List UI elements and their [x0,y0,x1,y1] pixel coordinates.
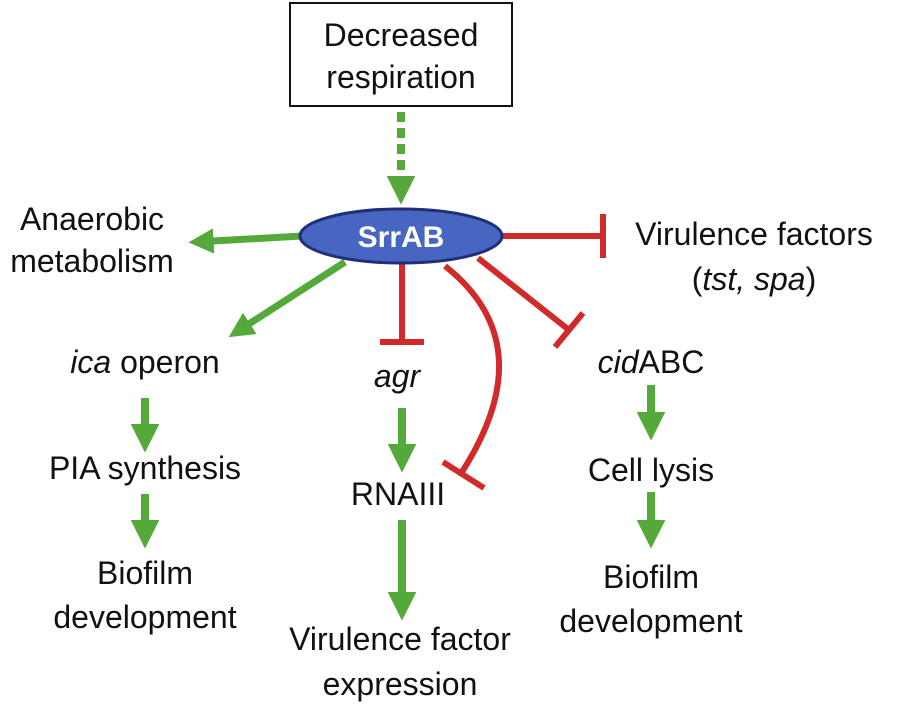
inhibit-cidabc-bar [552,311,586,349]
ica-rest: operon [111,344,220,380]
inhibit-rnaiii-bar [441,459,486,491]
anaerobic-line1: Anaerobic [20,201,164,237]
cidabc-label: cidABC [598,344,705,380]
rnaiii-label: RNAIII [351,476,445,512]
ica-italic: ica [70,344,111,380]
anaerobic-line2: metabolism [10,243,174,279]
virulence-factors-line2: (tst, spa) [692,261,816,297]
virulence-expression-line1: Virulence factor [289,621,511,657]
inhibition-edges [380,214,606,491]
vf-close-paren: ) [806,261,817,297]
signal-line1: Decreased [324,17,479,53]
left-biofilm-line2: development [53,599,236,635]
activation-edges [130,228,666,621]
right-biofilm-line1: Biofilm [603,559,699,595]
vf-open-paren: ( [692,261,703,297]
cid-rest: ABC [639,344,705,380]
virulence-expression-line2: expression [323,666,478,702]
agr-label: agr [374,358,422,394]
left-biofilm-line1: Biofilm [97,555,193,591]
activate-ica-arrow [228,259,347,338]
vf-genes: tst, spa [702,261,805,297]
activate-anaerobic-arrow [188,228,303,254]
ica-operon-label: ica operon [70,344,219,380]
cell-lysis-label: Cell lysis [588,452,714,488]
srrab-label: SrrAB [358,221,445,254]
decreased-respiration-box: Decreased respiration [289,2,513,107]
signal-line2: respiration [326,59,475,95]
srrab-ellipse [298,207,504,265]
srrab-node: SrrAB [298,207,504,265]
inhibit-cidabc-line [476,255,571,333]
pia-synthesis-label: PIA synthesis [49,450,241,486]
right-biofilm-line2: development [559,603,742,639]
cid-italic: cid [598,344,640,380]
signal-box-border [289,2,513,107]
inhibit-rnaiii-curve [443,263,503,477]
virulence-factors-line1: Virulence factors [635,216,873,252]
